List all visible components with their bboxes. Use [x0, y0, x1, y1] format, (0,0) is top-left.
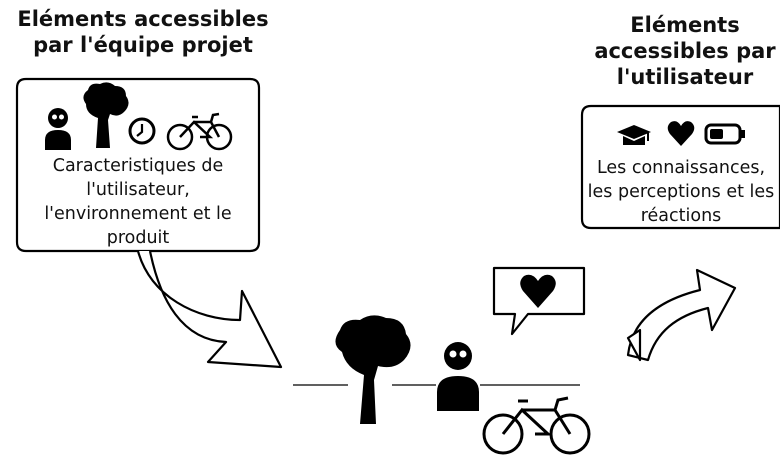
left-desc-line-4: produit [106, 228, 170, 248]
right-desc-line-2: les perceptions et les [587, 182, 775, 202]
heart-icon [667, 121, 695, 146]
tree-icon [83, 82, 129, 148]
right-desc-line-3: réactions [640, 206, 722, 226]
speech-bubble-icon [492, 266, 586, 336]
title-project-team-line-2: par l'équipe projet [33, 33, 253, 57]
title-project-team-line-1: Eléments accessibles [17, 7, 269, 31]
title-user-line-2: accessibles par [594, 39, 776, 63]
bubble-heart-icon [520, 274, 556, 308]
right-desc-line-1: Les connaissances, [596, 158, 766, 178]
left-desc-line-3: l'environnement et le [44, 204, 232, 224]
left-desc-line-1: Caracteristiques de [52, 156, 224, 176]
title-user-line-1: Eléments [630, 13, 740, 37]
left-box-description: Caracteristiques de l'utilisateur, l'env… [18, 154, 258, 250]
person-icon [45, 108, 71, 150]
scene-tree-icon [335, 315, 411, 424]
title-user-line-3: l'utilisateur [616, 65, 754, 89]
title-project-team: Eléments accessibles par l'équipe projet [8, 6, 278, 58]
bicycle-icon [166, 112, 233, 151]
right-arrow [626, 268, 737, 362]
left-arrow [136, 250, 283, 369]
scene-person-icon [437, 342, 479, 411]
battery-icon [704, 123, 745, 145]
clock-icon [128, 117, 156, 145]
graduation-cap-icon [617, 125, 651, 145]
left-desc-line-2: l'utilisateur, [86, 180, 190, 200]
right-box-description: Les connaissances, les perceptions et le… [582, 156, 780, 228]
title-user: Eléments accessibles par l'utilisateur [590, 12, 780, 90]
scene-bicycle-icon [482, 396, 591, 455]
